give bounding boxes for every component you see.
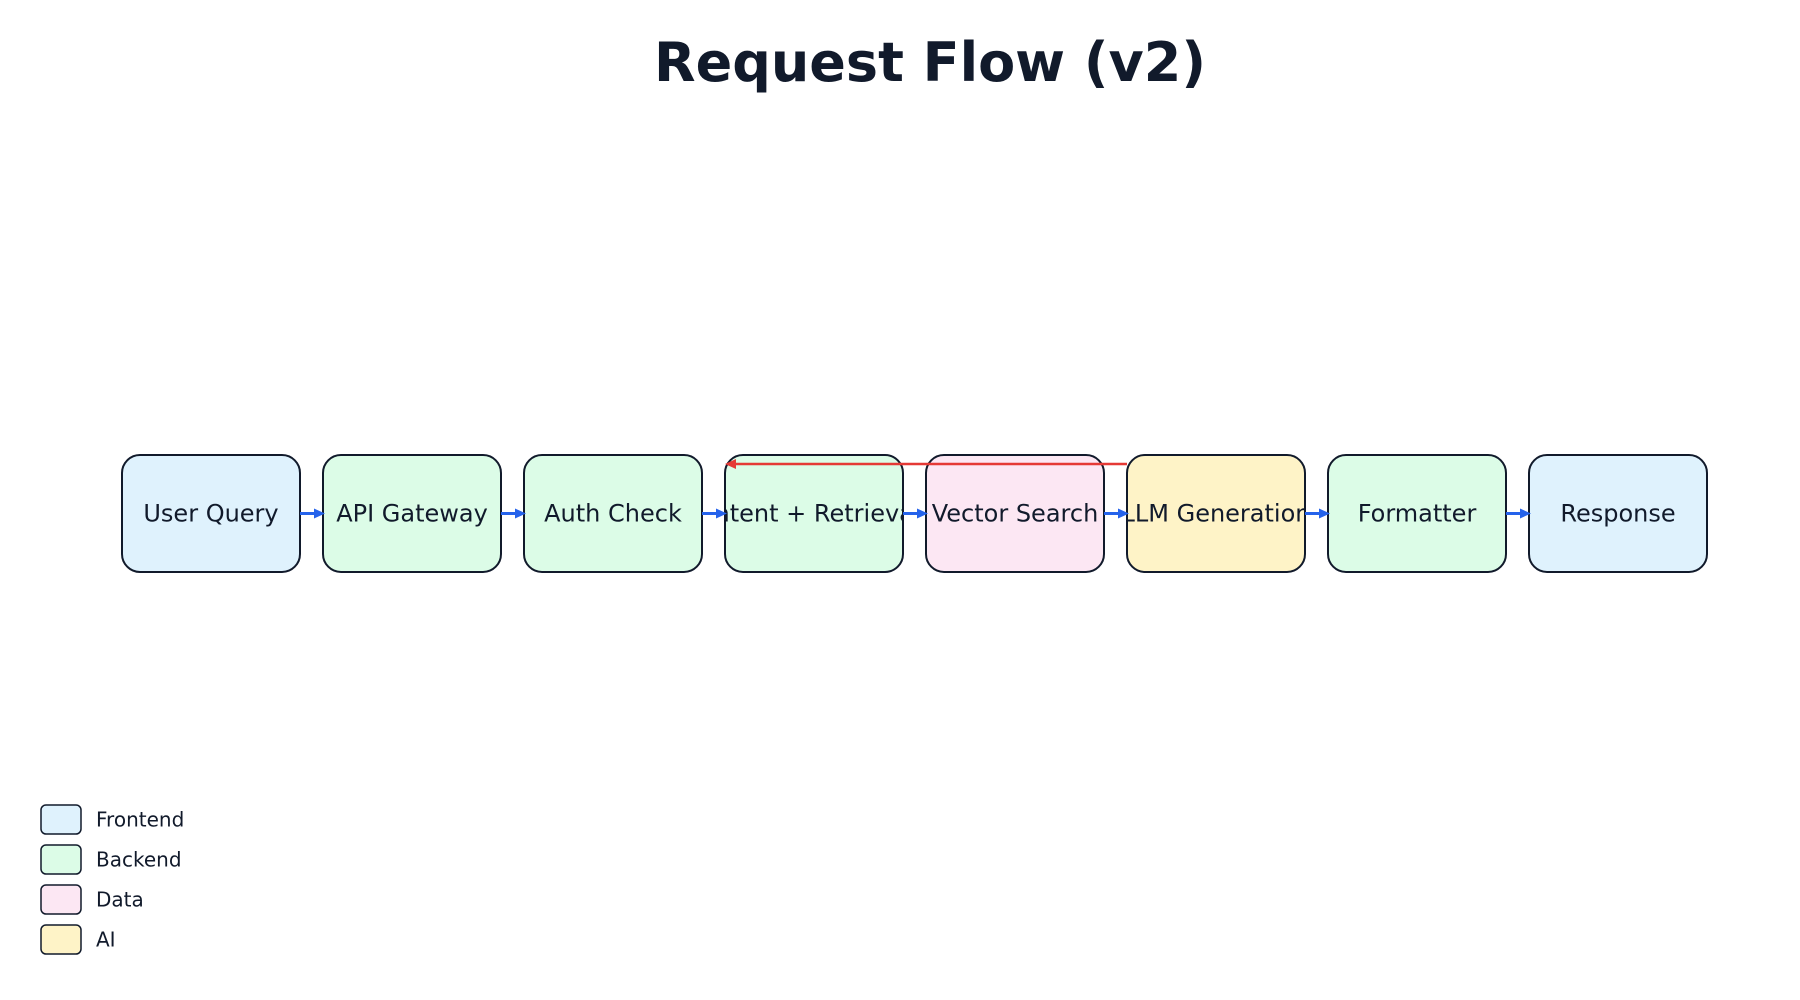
legend-swatch — [40, 924, 82, 955]
node-label: Intent + Retrieval — [707, 500, 920, 528]
node-auth-check: Auth Check — [523, 454, 703, 573]
edges-layer — [300, 459, 1531, 519]
node-label: Response — [1560, 500, 1675, 528]
node-response: Response — [1528, 454, 1708, 573]
node-api-gateway: API Gateway — [322, 454, 502, 573]
flow-arrow — [903, 508, 928, 519]
legend-swatch — [40, 804, 82, 835]
node-label: Formatter — [1358, 500, 1477, 528]
diagram-title: Request Flow (v2) — [654, 31, 1206, 94]
legend-label: Data — [96, 888, 144, 912]
flow-arrow — [1506, 508, 1531, 519]
node-label: Vector Search — [932, 500, 1099, 528]
legend-item-frontend: Frontend — [40, 804, 184, 835]
legend-label: AI — [96, 928, 116, 952]
legend-swatch — [40, 844, 82, 875]
legend-label: Backend — [96, 848, 182, 872]
node-intent-retrieval: Intent + Retrieval — [707, 454, 920, 573]
flow-arrow — [300, 508, 325, 519]
legend-item-ai: AI — [40, 924, 116, 955]
flow-arrow — [1104, 508, 1129, 519]
node-label: Auth Check — [544, 500, 682, 528]
node-label: LLM Generation — [1122, 500, 1311, 528]
node-llm-generation: LLM Generation — [1122, 454, 1311, 573]
feedback-arrow — [725, 459, 1127, 469]
legend-label: Frontend — [96, 808, 184, 832]
node-label: User Query — [143, 500, 278, 528]
flow-arrow — [501, 508, 526, 519]
legend-swatch — [40, 884, 82, 915]
flow-arrow — [702, 508, 727, 519]
node-formatter: Formatter — [1327, 454, 1507, 573]
node-label: API Gateway — [336, 500, 488, 528]
legend-item-backend: Backend — [40, 844, 182, 875]
flow-arrow — [1305, 508, 1330, 519]
node-vector-search: Vector Search — [925, 454, 1105, 573]
legend-item-data: Data — [40, 884, 144, 915]
node-user-query: User Query — [121, 454, 301, 573]
